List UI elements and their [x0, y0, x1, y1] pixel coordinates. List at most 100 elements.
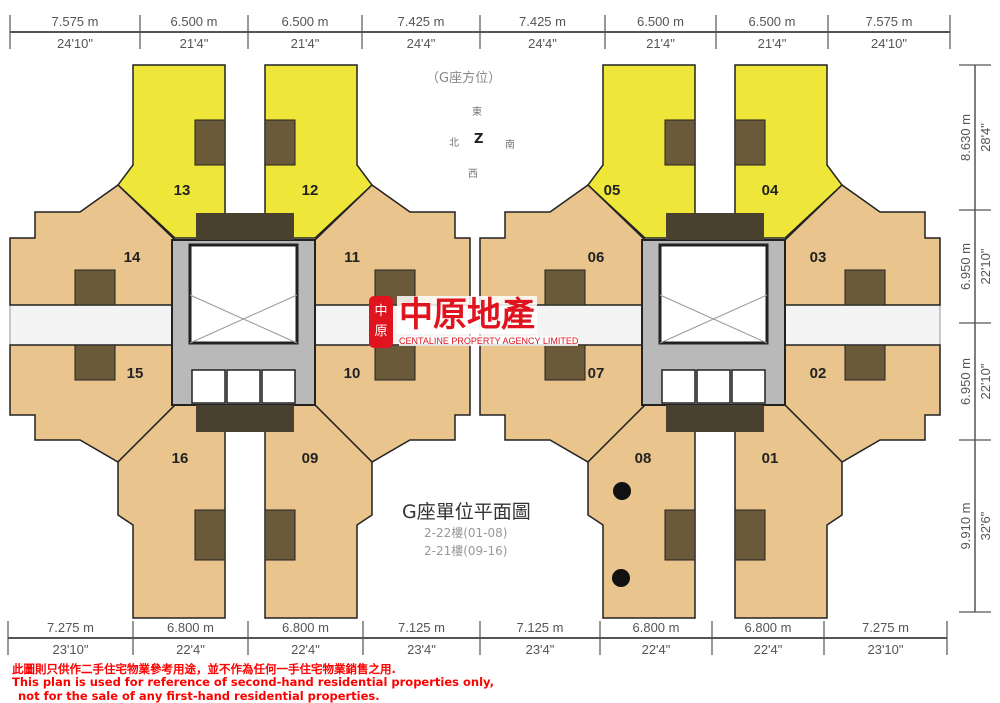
lift-car: [731, 369, 766, 404]
unit-area: [116, 64, 226, 239]
lift-shaft-cross: [659, 294, 768, 344]
unit-number-15: 15: [127, 365, 144, 382]
marker-dot: [612, 569, 630, 587]
top-dimension-metric: 7.575 m: [866, 14, 913, 29]
top-dimension-metric: 6.500 m: [282, 14, 329, 29]
bathroom: [544, 269, 586, 306]
stair-lobby: [658, 243, 769, 345]
lift-car: [191, 369, 226, 404]
unit-number-10: 10: [344, 365, 361, 382]
disclaimer-english-2: not for the sale of any first-hand resid…: [18, 689, 380, 703]
compass-east: 東: [472, 107, 482, 118]
logo-chinese: 中原地產: [397, 295, 537, 335]
right-dimension-imperial: 28'4": [978, 123, 993, 152]
bottom-dimension-metric: 7.125 m: [517, 620, 564, 635]
top-dimension-imperial: 24'10": [871, 36, 907, 51]
bathroom: [374, 344, 416, 381]
right-dimension-imperial: 22'10": [978, 363, 993, 399]
unit-number-16: 16: [172, 450, 189, 467]
right-dimension-metric: 6.950 m: [958, 358, 973, 405]
unit-number-08: 08: [635, 450, 652, 467]
top-dimension-metric: 6.500 m: [171, 14, 218, 29]
bottom-dimension-metric: 7.275 m: [862, 620, 909, 635]
bathroom: [194, 119, 226, 166]
logo-seal: 中原: [369, 296, 393, 348]
utility-room: [666, 213, 764, 240]
seal-char: 原: [374, 324, 388, 339]
disclaimer-chinese: 此圖則只供作二手住宅物業參考用途，並不作為任何一手住宅物業銷售之用.: [12, 662, 396, 676]
bathroom: [664, 119, 696, 166]
bottom-dimension-imperial: 23'4": [526, 642, 555, 657]
logo-english: CENTALINE PROPERTY AGENCY LIMITED: [399, 336, 579, 346]
utility-room: [666, 405, 764, 432]
bottom-dimension-metric: 7.125 m: [398, 620, 445, 635]
bathroom: [844, 344, 886, 381]
bathroom: [734, 509, 766, 561]
right-dimension-metric: 6.950 m: [958, 243, 973, 290]
stair-lobby: [188, 243, 299, 345]
building-wing-1: [9, 64, 471, 619]
bottom-dimension-imperial: 22'4": [291, 642, 320, 657]
unit-number-04: 04: [762, 182, 779, 199]
compass-north: 北: [449, 138, 459, 149]
bathroom: [74, 269, 116, 306]
top-dimension-metric: 6.500 m: [637, 14, 684, 29]
top-dimension-imperial: 21'4": [291, 36, 320, 51]
unit-number-13: 13: [174, 182, 191, 199]
unit-number-12: 12: [302, 182, 319, 199]
bottom-dimension-imperial: 23'4": [407, 642, 436, 657]
top-dimension-imperial: 24'4": [528, 36, 557, 51]
compass-south: 南: [505, 140, 515, 151]
top-dimension-metric: 6.500 m: [749, 14, 796, 29]
lift-car: [261, 369, 296, 404]
bottom-dimension-metric: 7.275 m: [47, 620, 94, 635]
building-wing-2: [479, 64, 941, 619]
bathroom: [734, 119, 766, 166]
unit-number-14: 14: [124, 249, 141, 266]
unit-number-05: 05: [604, 182, 621, 199]
unit-number-02: 02: [810, 365, 827, 382]
right-dimension-imperial: 22'10": [978, 248, 993, 284]
orientation-label: （G座方位）: [426, 71, 502, 86]
top-dimension-metric: 7.425 m: [519, 14, 566, 29]
unit-number-09: 09: [302, 450, 319, 467]
unit-area: [586, 64, 696, 239]
bottom-dimension-imperial: 22'4": [642, 642, 671, 657]
utility-room: [196, 405, 294, 432]
lift-car: [661, 369, 696, 404]
bottom-dimension-metric: 6.800 m: [282, 620, 329, 635]
bathroom: [264, 119, 296, 166]
right-dimension-metric: 9.910 m: [958, 503, 973, 550]
bottom-dimension-metric: 6.800 m: [745, 620, 792, 635]
lift-car: [226, 369, 261, 404]
disclaimer-english-1: This plan is used for reference of secon…: [12, 675, 494, 689]
bottom-dimension-metric: 6.800 m: [633, 620, 680, 635]
bottom-dimension-imperial: 23'10": [52, 642, 88, 657]
lift-shaft-cross: [189, 294, 298, 344]
top-dimension-imperial: 21'4": [180, 36, 209, 51]
lift-car: [696, 369, 731, 404]
bathroom: [74, 344, 116, 381]
bathroom: [194, 509, 226, 561]
floors-line-1: 2-22樓(01-08): [424, 526, 508, 540]
unit-number-11: 11: [344, 249, 360, 266]
seal-char: 中: [374, 304, 388, 319]
bathroom: [844, 269, 886, 306]
bottom-dimension-imperial: 23'10": [867, 642, 903, 657]
bottom-dimension-metric: 6.800 m: [167, 620, 214, 635]
bathroom: [664, 509, 696, 561]
bathroom: [544, 344, 586, 381]
top-dimension-imperial: 21'4": [646, 36, 675, 51]
right-dimension-imperial: 32'6": [978, 511, 993, 540]
top-dimension-imperial: 24'4": [407, 36, 436, 51]
unit-number-03: 03: [810, 249, 827, 266]
compass-arrow-icon: Z: [474, 132, 484, 147]
marker-dot: [613, 482, 631, 500]
utility-room: [196, 213, 294, 240]
plan-title: G座單位平面圖: [402, 501, 531, 523]
bottom-dimension-imperial: 22'4": [754, 642, 783, 657]
top-dimension-metric: 7.425 m: [398, 14, 445, 29]
bottom-dimension-imperial: 22'4": [176, 642, 205, 657]
bathroom: [264, 509, 296, 561]
